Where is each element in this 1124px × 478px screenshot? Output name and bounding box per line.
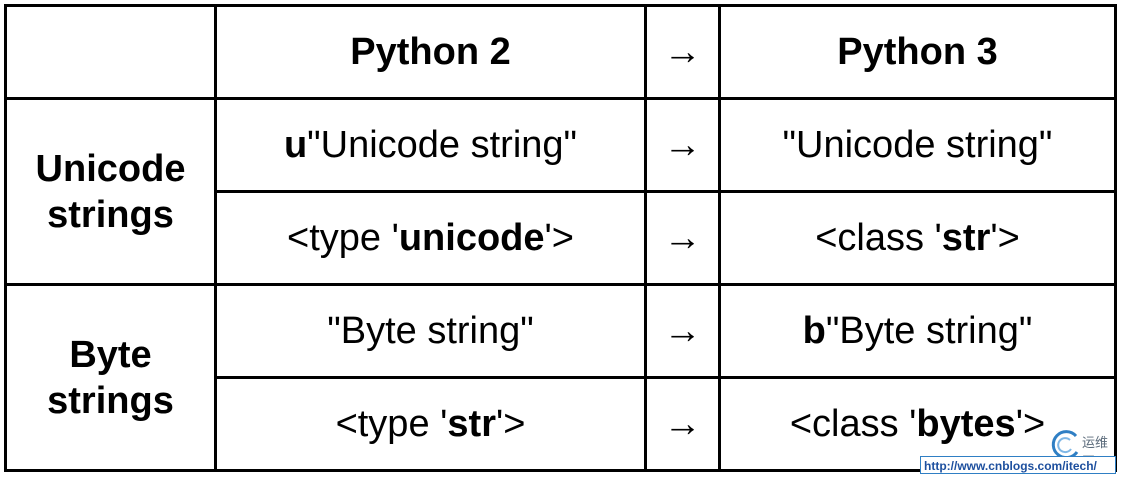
arrow-cell: → <box>644 283 721 379</box>
watermark-url: http://www.cnblogs.com/itech/ <box>920 456 1116 474</box>
cell-py3-unicode-type: <class 'str'> <box>718 190 1117 286</box>
arrow-cell: → <box>644 97 721 193</box>
cell-py2-byte-type: <type 'str'> <box>214 376 647 472</box>
arrow-cell: → <box>644 376 721 472</box>
table-row: <type 'unicode'> → <class 'str'> <box>6 190 1117 286</box>
cell-py3-byte-literal: b"Byte string" <box>718 283 1117 379</box>
header-python3: Python 3 <box>718 4 1117 100</box>
arrow-cell: → <box>644 190 721 286</box>
table-row: Byte strings "Byte string" → b"Byte stri… <box>4 283 1117 472</box>
cell-py2-byte-literal: "Byte string" <box>214 283 647 379</box>
cell-py2-unicode-type: <type 'unicode'> <box>214 190 647 286</box>
header-row: Python 2 → Python 3 <box>4 4 1117 100</box>
comparison-table: Python 2 → Python 3 Unicode strings u"Un… <box>4 4 1117 472</box>
group-label-unicode: Unicode strings <box>4 97 217 286</box>
cell-py2-unicode-literal: u"Unicode string" <box>214 97 647 193</box>
cell-py3-unicode-literal: "Unicode string" <box>718 97 1117 193</box>
header-corner-cell <box>4 4 217 100</box>
header-python2: Python 2 <box>214 4 647 100</box>
watermark: 运维网 http://www.cnblogs.com/itech/ <box>920 430 1120 474</box>
table-row: <type 'str'> → <class 'bytes'> <box>6 376 1117 472</box>
group-label-byte: Byte strings <box>4 283 217 472</box>
header-arrow: → <box>644 4 721 100</box>
table-row: Unicode strings u"Unicode string" → "Uni… <box>4 97 1117 286</box>
